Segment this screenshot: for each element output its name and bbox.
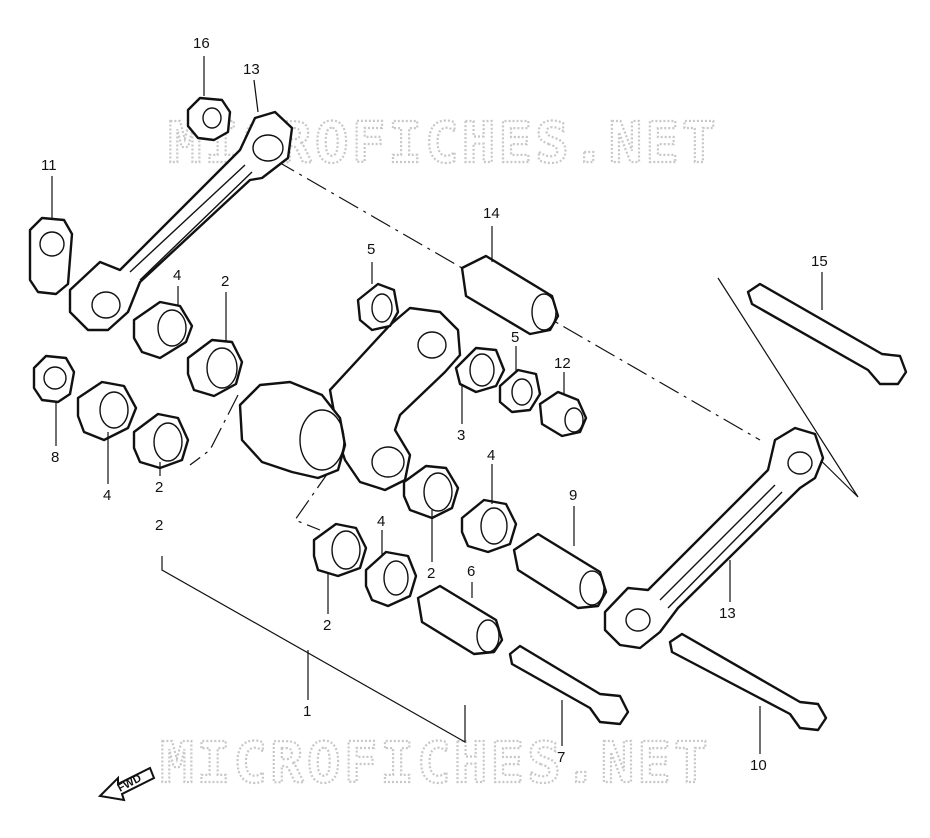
callout-2-upper: 2	[221, 273, 229, 290]
spacer-6	[416, 584, 504, 656]
collar-5-right	[498, 368, 542, 414]
nut-11	[28, 216, 74, 296]
callout-16: 16	[193, 35, 210, 52]
bearing-4-left	[76, 380, 138, 442]
bush-2-upper	[186, 338, 244, 398]
nut-16	[186, 96, 232, 142]
bolt-10	[668, 632, 828, 732]
bracket-part-1	[161, 556, 466, 744]
cushion-lever	[238, 306, 462, 492]
callout-13-lower: 13	[719, 605, 736, 622]
fwd-arrow-icon: FWD	[97, 766, 156, 802]
callout-2-lower: 2	[323, 617, 331, 634]
callout-7: 7	[557, 749, 565, 766]
axis-center	[189, 394, 239, 466]
axis-lower	[294, 469, 331, 531]
bush-2-lower	[312, 522, 368, 578]
callout-8: 8	[51, 449, 59, 466]
bush-2-left	[132, 412, 190, 470]
bearing-4-lower	[364, 550, 418, 608]
bearing-4-upper	[132, 300, 194, 360]
callout-5-upper: 5	[367, 241, 375, 258]
callout-3: 3	[457, 427, 465, 444]
nut-8	[32, 354, 76, 404]
spacer-9	[512, 532, 608, 610]
callout-2-center: 2	[427, 565, 435, 582]
link-arm-upper	[68, 110, 294, 332]
collar-12	[538, 390, 588, 438]
callout-4-left: 4	[103, 487, 111, 504]
callout-13-upper: 13	[243, 61, 260, 78]
callout-1: 1	[303, 703, 311, 720]
link-arm-lower	[603, 426, 825, 650]
bearing-4-center	[460, 498, 518, 554]
bolt-15	[746, 282, 908, 386]
bush-2-center	[402, 464, 460, 520]
callout-5-right: 5	[511, 329, 519, 346]
callout-14: 14	[483, 205, 500, 222]
callout-4-center: 4	[487, 447, 495, 464]
callout-leaders	[51, 56, 823, 754]
collar-5-upper	[356, 282, 400, 332]
callout-4-lower: 4	[377, 513, 385, 530]
callout-12: 12	[554, 355, 571, 372]
fwd-label: FWD	[116, 772, 144, 794]
callout-4-upper: 4	[173, 267, 181, 284]
bolt-7	[508, 644, 630, 726]
callout-11: 11	[41, 157, 57, 174]
bush-3	[454, 346, 506, 394]
callout-6: 6	[467, 563, 475, 580]
callout-2-bracket: 2	[155, 517, 163, 534]
callout-9: 9	[569, 487, 577, 504]
watermark-bottom: MICROFICHES.NET	[160, 731, 711, 796]
callout-10: 10	[750, 757, 767, 774]
callout-2-left: 2	[155, 479, 163, 496]
spacer-14	[460, 254, 560, 336]
callout-15: 15	[811, 253, 828, 270]
